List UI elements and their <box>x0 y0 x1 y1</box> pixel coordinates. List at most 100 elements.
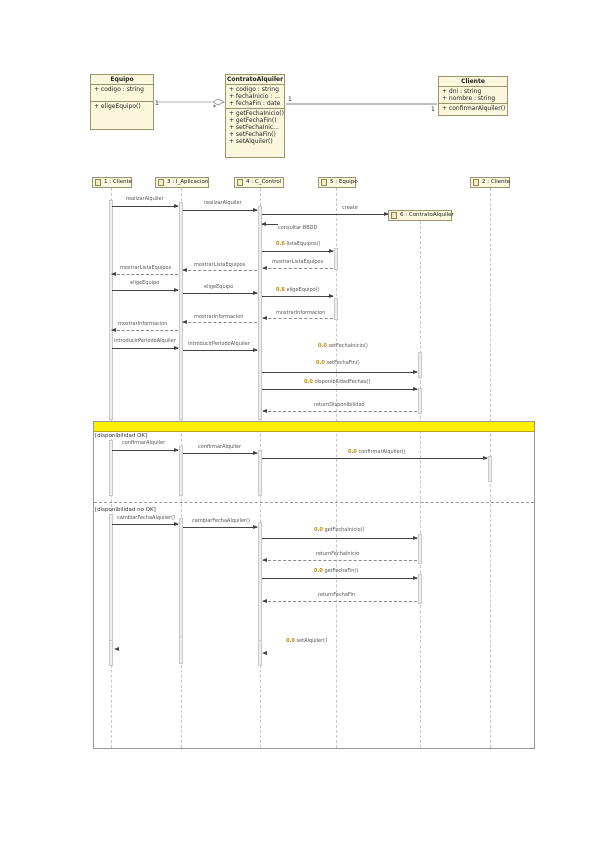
message-arrow <box>112 346 179 350</box>
activation-bar <box>258 640 262 666</box>
message-label: 0.0 getFechaFin() <box>314 568 359 574</box>
activation-bar <box>418 388 422 414</box>
message-label: 0.8 eligeEquipo() <box>276 287 320 293</box>
message-arrow <box>262 249 334 253</box>
class-name: ContratoAlquiler <box>226 76 284 85</box>
message-label: returnFechaInicio <box>316 551 360 557</box>
class-associations <box>156 98 437 106</box>
message-arrow <box>112 448 179 452</box>
message-label: introducirPeriodoAlquiler <box>114 338 176 344</box>
guard-condition: [disponibilidad OK] <box>95 433 148 439</box>
activation-bar <box>109 440 113 496</box>
class-contrato-alquiler[interactable]: ContratoAlquiler + codigo : string + fec… <box>225 74 285 158</box>
activation-bar <box>418 534 422 564</box>
return-arrow <box>262 316 333 320</box>
return-arrow <box>262 409 417 413</box>
message-label: 0.0 setAlquiler() <box>286 638 328 644</box>
message-arrow <box>183 451 258 455</box>
return-arrow <box>182 320 257 324</box>
class-operation: + setFechaFin() <box>229 131 276 138</box>
message-label: 0.0 disponibilidadFechas() <box>304 379 371 385</box>
class-attribute: + codigo : string <box>229 86 279 93</box>
message-arrow <box>183 208 258 212</box>
activation-bar <box>179 636 183 664</box>
message-label: confirmarAlquiler <box>198 444 242 450</box>
activation-bar <box>418 574 422 604</box>
lifeline-head-equipo[interactable]: 5 : Equipo <box>318 177 358 188</box>
aggregation-diamond <box>212 98 225 106</box>
message-label: cambiarFechaAlquiler() <box>192 518 250 524</box>
message-label: mostrarListaEquipos <box>194 262 246 268</box>
entity-icon <box>391 212 397 219</box>
entity-icon <box>473 179 479 186</box>
message-label: 0.0 confirmarAlquiler() <box>348 449 406 455</box>
message-arrow <box>262 387 418 391</box>
return-arrow <box>262 558 417 562</box>
message-label: create <box>342 205 358 211</box>
self-message-arrow <box>261 222 278 226</box>
lifeline-equipo <box>336 188 337 748</box>
return-arrow <box>182 268 257 272</box>
message-arrow <box>262 294 334 298</box>
activation-bar <box>258 450 262 496</box>
message-label: mostrarInformacion <box>276 310 326 316</box>
entity-icon <box>321 179 327 186</box>
lifeline-head-cliente[interactable]: 1 : Cliente <box>92 177 132 188</box>
class-operation: + getFechaInicio() <box>229 110 284 117</box>
message-label: eligeEquipo <box>130 280 160 286</box>
activation-bar <box>334 298 338 320</box>
control-icon <box>237 179 243 186</box>
message-label: returnFechaFin <box>318 592 356 598</box>
multiplicity-label: 1 <box>155 100 159 107</box>
message-arrow <box>262 212 389 216</box>
message-arrow <box>262 536 418 540</box>
activation-bar <box>334 248 338 270</box>
activation-bar <box>109 200 113 420</box>
message-arrow <box>183 291 258 295</box>
lifeline-contrato <box>420 221 421 748</box>
class-attribute: + codigo : string <box>94 86 144 93</box>
return-arrow <box>111 272 178 276</box>
class-attribute: + fechaInicio : ... <box>229 93 280 100</box>
message-label: 0.6 listaEquipos() <box>276 241 321 247</box>
message-label: mostrarListaEquipos <box>272 259 324 265</box>
message-label: cambiarFechaAlquiler() <box>117 515 175 521</box>
message-arrow <box>112 288 179 292</box>
lifeline-head-cliente2[interactable]: 2 : Cliente <box>470 177 510 188</box>
return-arrow <box>262 266 333 270</box>
message-label: mostrarListaEquipos <box>120 265 172 271</box>
message-arrow <box>262 456 488 460</box>
message-label: realizarAlquiler <box>204 200 242 206</box>
multiplicity-label: 1 <box>431 106 435 113</box>
class-cliente[interactable]: Cliente + dni : string + nombre : string… <box>438 76 508 116</box>
activation-bar <box>418 352 422 378</box>
return-arrow <box>111 328 178 332</box>
class-operation: + setFechaInic... <box>229 124 279 131</box>
class-operation: + confirmarAlquiler() <box>442 105 506 112</box>
class-equipo[interactable]: Equipo + codigo : string + eligeEquipo() <box>90 74 154 130</box>
lifeline-head-control[interactable]: 4 : C_Control <box>234 177 284 188</box>
message-label: realizarAlquiler <box>126 196 164 202</box>
activation-bar <box>179 202 183 420</box>
message-label: mostrarInformacion <box>194 314 244 320</box>
message-label: consultar BBDD <box>278 225 318 231</box>
message-arrow <box>183 348 258 352</box>
return-arrow <box>262 599 417 603</box>
message-arrow <box>262 576 418 580</box>
message-arrow <box>112 204 179 208</box>
multiplicity-label: 1 <box>288 96 292 103</box>
message-label: introducirPeriodoAlquiler <box>188 341 250 347</box>
multiplicity-label: * <box>213 104 216 111</box>
boundary-icon <box>158 179 164 186</box>
message-label: 0.0 getFechaInicio() <box>314 527 365 533</box>
actor-icon <box>95 179 101 186</box>
class-name: Cliente <box>439 77 507 87</box>
lifeline-head-contrato[interactable]: 6 : ContratoAlquiler <box>388 210 454 221</box>
message-label: confirmarAlquiler <box>122 440 166 446</box>
message-arrow <box>183 525 258 529</box>
alt-fragment[interactable] <box>93 421 535 749</box>
class-operation: + eligeEquipo() <box>94 103 141 110</box>
message-label: mostrarInformacion <box>118 321 168 327</box>
guard-condition: [disponibilidad no OK] <box>95 507 156 513</box>
lifeline-head-aplicacion[interactable]: 3 : I_Aplicacion <box>155 177 209 188</box>
